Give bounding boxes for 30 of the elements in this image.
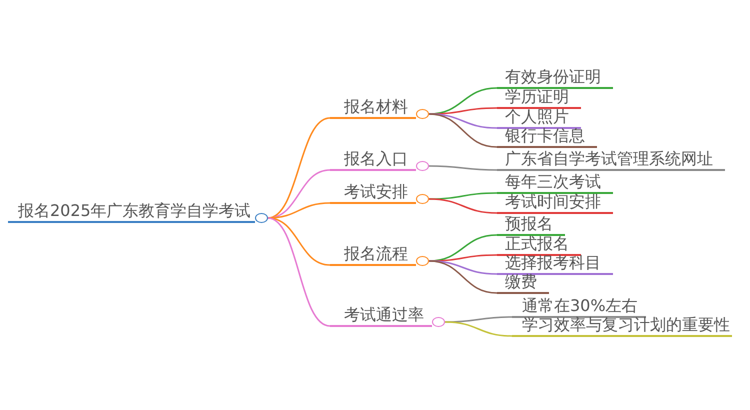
root-topic: 报名2025年广东教育学自学考试 bbox=[8, 201, 255, 223]
topic-label: 预报名 bbox=[497, 214, 565, 236]
branch-connector bbox=[428, 107, 498, 115]
branch-connector bbox=[428, 192, 498, 200]
topic-label: 有效身份证明 bbox=[497, 67, 613, 89]
topic-label: 正式报名 bbox=[497, 234, 581, 256]
topic-label: 学历证明 bbox=[497, 87, 581, 109]
topic-label: 报名材料 bbox=[330, 97, 416, 119]
topic-label: 通常在30%左右 bbox=[512, 296, 646, 318]
topic-label: 学习效率与复习计划的重要性 bbox=[512, 315, 732, 337]
branch-connector bbox=[268, 202, 330, 219]
branch-connector bbox=[428, 254, 498, 262]
branch-connector bbox=[429, 165, 497, 171]
topic-label: 个人照片 bbox=[497, 107, 581, 129]
topic-label: 缴费 bbox=[497, 272, 549, 294]
topic-label: 银行卡信息 bbox=[497, 126, 597, 148]
topic-label: 考试通过率 bbox=[330, 305, 432, 327]
topic-label: 报名入口 bbox=[330, 149, 416, 171]
topic-label: 广东省自学考试管理系统网址 bbox=[497, 149, 725, 171]
topic-label: 选择报考科目 bbox=[497, 253, 613, 275]
topic-label: 报名流程 bbox=[330, 244, 416, 266]
branch-connector bbox=[444, 316, 512, 323]
branch-connector bbox=[428, 260, 498, 294]
branch-connector bbox=[428, 198, 498, 214]
topic-label: 每年三次考试 bbox=[497, 172, 613, 194]
branch-connector bbox=[444, 321, 512, 337]
branch-connector bbox=[428, 113, 498, 148]
topic-label: 考试时间安排 bbox=[497, 192, 613, 214]
branch-connector bbox=[268, 217, 330, 327]
topic-label: 考试安排 bbox=[330, 182, 416, 204]
